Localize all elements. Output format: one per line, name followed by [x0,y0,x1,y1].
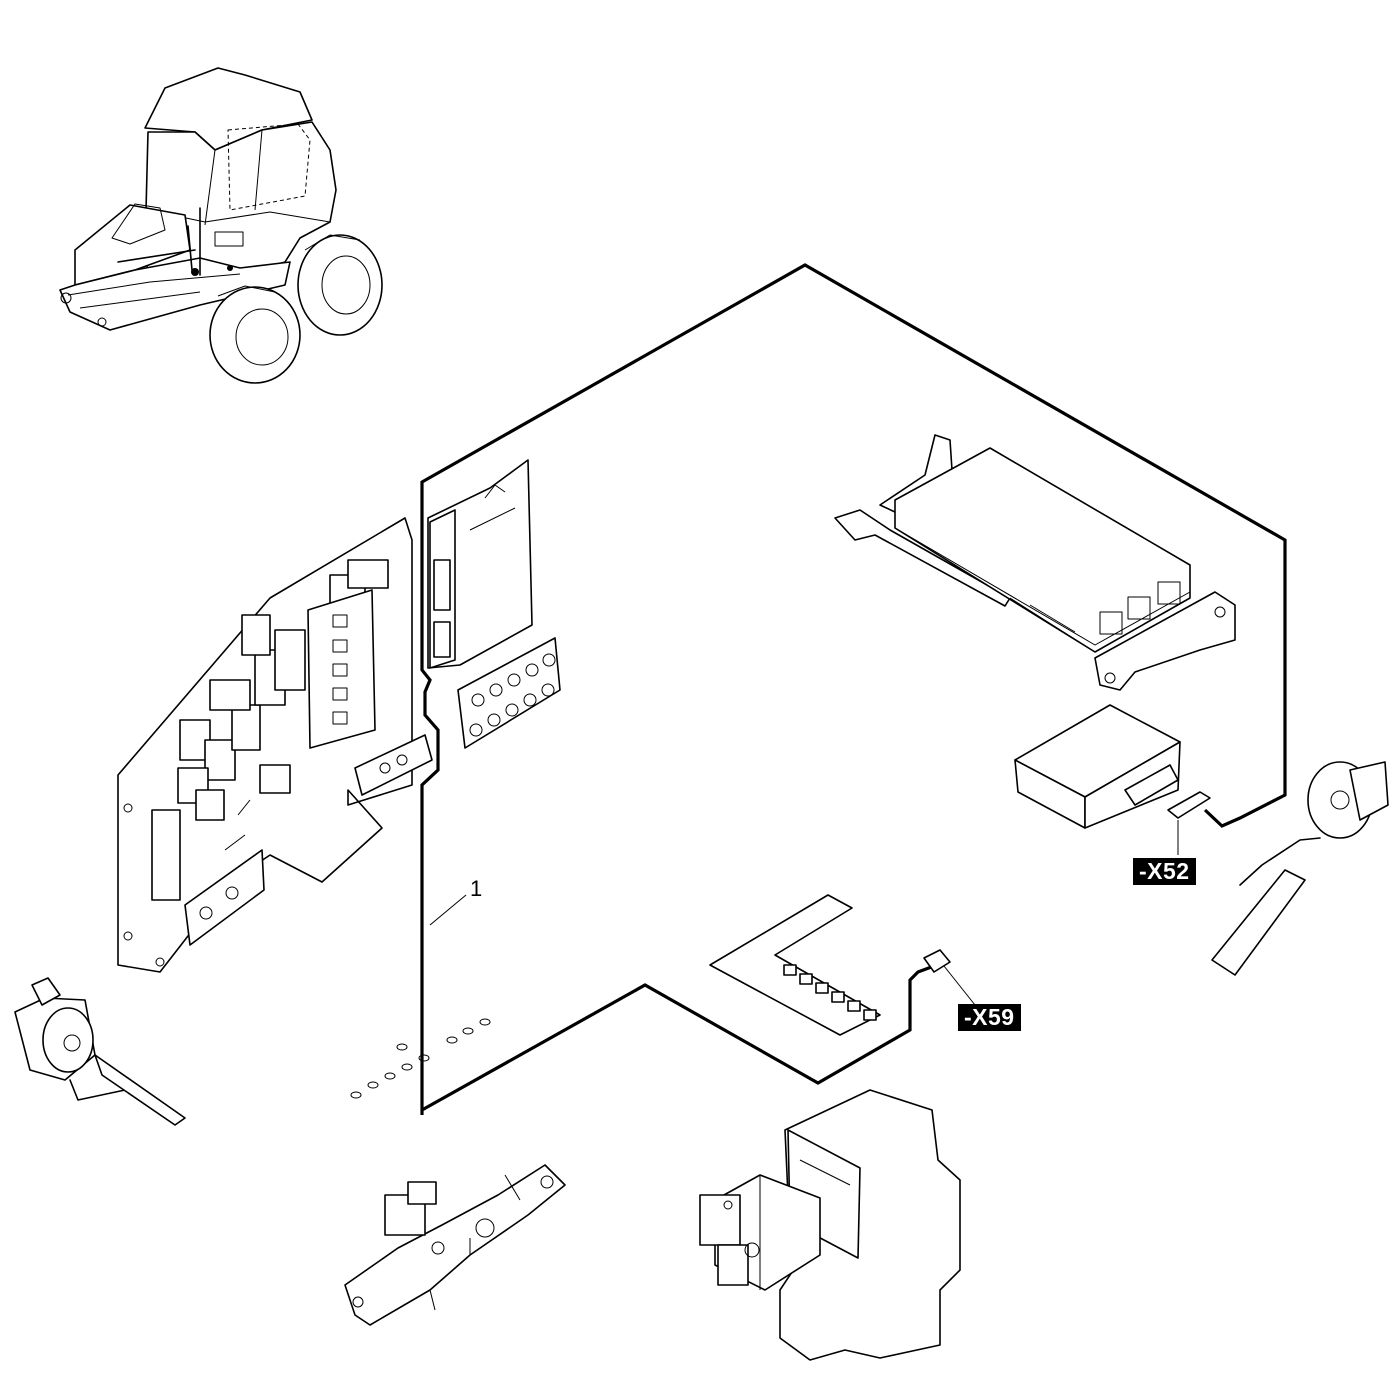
connector-x59-label: -X59 [958,1004,1021,1031]
connector-x52-label: -X52 [1133,858,1196,885]
hydraulic-valve [344,1164,566,1326]
tractor-overview [59,67,383,384]
central-controller [427,459,561,749]
hydraulic-pump-motor [699,1089,961,1361]
connector-x59-plug [923,949,951,973]
harness-branch-lower [421,964,935,1112]
grommet-holes [350,1018,491,1099]
main-harness-route [420,263,1287,1115]
fuse-relay-panel [117,517,433,973]
throttle-pedal-right [1211,761,1389,976]
connector-x52-plug [1167,791,1211,819]
item-number-1-label: 1 [470,876,483,901]
ecu-module-bracket [834,434,1236,691]
fuse-holder-plate [709,894,976,1036]
small-control-unit [1014,704,1211,855]
pedal-left [14,977,186,1126]
item-1-leader [429,894,467,926]
